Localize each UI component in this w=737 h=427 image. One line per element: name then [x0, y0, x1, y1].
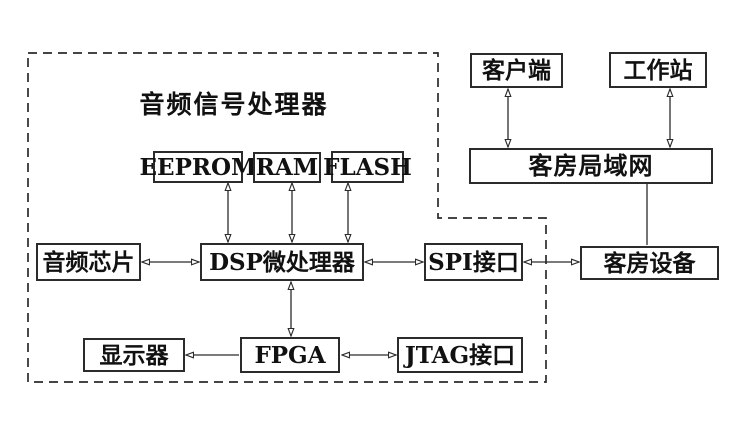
node-eeprom-label: EEPROM: [139, 153, 257, 181]
node-room-device-label: 客房设备: [603, 249, 696, 277]
node-workstation-label: 工作站: [623, 56, 693, 84]
node-display: 显示器: [83, 338, 185, 372]
node-workstation: 工作站: [609, 52, 707, 88]
processor-dashed-outline: [27, 52, 547, 383]
node-audio-chip: 音频芯片: [36, 243, 141, 281]
node-client-label: 客户端: [482, 57, 551, 84]
node-ram: RAM: [253, 152, 321, 183]
node-jtag-label: JTAG接口: [404, 341, 516, 369]
node-fpga: FPGA: [240, 337, 340, 373]
node-fpga-label: FPGA: [254, 341, 326, 369]
processor-group-title: 音频信号处理器: [139, 90, 329, 119]
node-dsp-label: DSP微处理器: [209, 248, 355, 276]
node-eeprom: EEPROM: [140, 151, 256, 183]
node-room-device: 客房设备: [580, 246, 719, 280]
node-audio-chip-label: 音频芯片: [42, 248, 135, 276]
node-display-label: 显示器: [99, 341, 169, 369]
node-dsp: DSP微处理器: [200, 243, 364, 281]
node-spi-label: SPI接口: [428, 248, 519, 276]
node-jtag: JTAG接口: [397, 337, 523, 373]
node-flash-label: FLASH: [323, 153, 412, 181]
node-ram-label: RAM: [255, 154, 319, 181]
node-flash: FLASH: [323, 151, 412, 183]
node-lan: 客房局域网: [469, 148, 713, 184]
node-spi: SPI接口: [424, 243, 523, 281]
node-client: 客户端: [470, 53, 563, 88]
node-lan-label: 客房局域网: [528, 151, 654, 180]
